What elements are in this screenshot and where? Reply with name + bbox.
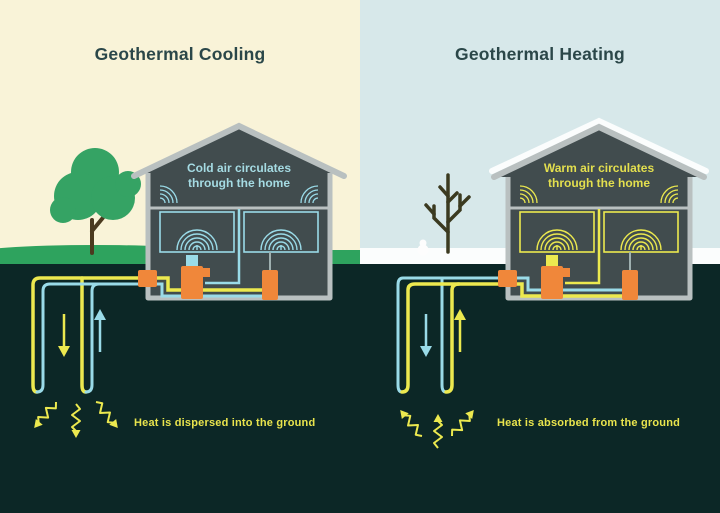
- heating-title: Geothermal Heating: [455, 44, 625, 64]
- cooling-house-label: Cold air circulates through the home: [186, 161, 292, 190]
- flow-up-arrow-icon: [454, 309, 466, 352]
- ground-loop-pipes-icon: [396, 276, 512, 394]
- heat-pump-icon: [181, 266, 203, 299]
- snowman-icon: [417, 239, 429, 256]
- roof: [491, 123, 707, 180]
- rooms: [519, 209, 679, 253]
- heat-pump-valve: [562, 268, 570, 277]
- air-handler-unit: [262, 270, 278, 300]
- cooling-title: Geothermal Cooling: [94, 44, 266, 64]
- air-handler-unit: [622, 270, 638, 300]
- ground: [360, 264, 720, 513]
- winter-tree-icon: [424, 173, 471, 254]
- heating-panel-illustration: [360, 0, 720, 513]
- pipe-connector: [138, 270, 157, 287]
- cooling-panel-illustration: [0, 0, 360, 513]
- flow-up-arrow-icon: [94, 309, 106, 352]
- pipe-connector: [498, 270, 517, 287]
- house: [489, 117, 709, 301]
- cooling-ground-caption: Heat is dispersed into the ground: [134, 417, 316, 429]
- supply-duct: [546, 255, 558, 268]
- house: [131, 122, 347, 301]
- ground: [0, 264, 360, 513]
- flow-down-arrow-icon: [420, 314, 432, 357]
- summer-tree-icon: [50, 148, 141, 255]
- attic-air-arcs-icon: [159, 185, 319, 204]
- heat-pump-icon: [541, 266, 563, 299]
- flow-down-arrow-icon: [58, 314, 70, 357]
- ground-loop-pipes-icon: [31, 276, 152, 394]
- heating-ground-caption: Heat is absorbed from the ground: [497, 417, 681, 429]
- supply-duct: [186, 255, 198, 268]
- rooms: [159, 209, 319, 253]
- heating-house-label: Warm air circulates through the home: [543, 161, 655, 190]
- air-vent-arcs-icon: [536, 229, 662, 251]
- attic-air-arcs-icon: [519, 185, 679, 204]
- air-vent-arcs-icon: [176, 229, 302, 251]
- roof: [131, 122, 347, 179]
- roof-snow: [489, 117, 709, 174]
- heat-pump-valve: [202, 268, 210, 277]
